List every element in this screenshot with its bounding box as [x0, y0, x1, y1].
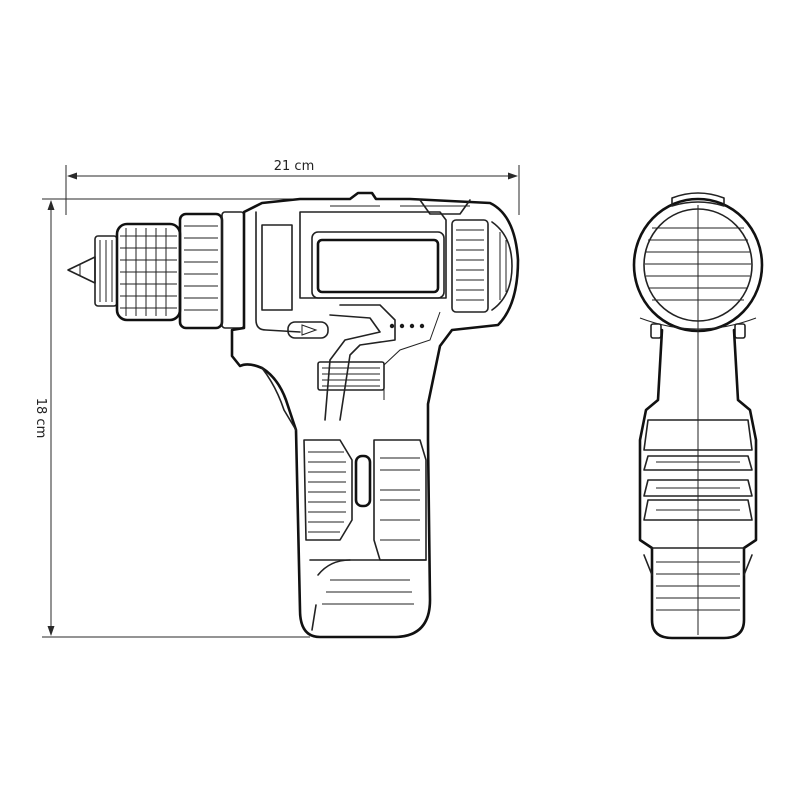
- drill-side-view-icon: [67, 191, 520, 639]
- width-dimension: 21 cm: [65, 159, 520, 215]
- drill-front-view-icon: [632, 192, 764, 640]
- chuck-knurl-pattern: [120, 228, 177, 316]
- grip-texture: [303, 439, 427, 561]
- width-label: 21 cm: [274, 159, 315, 174]
- rear-vents: [451, 219, 513, 313]
- height-dimension: 18 cm: [33, 198, 310, 638]
- height-label: 18 cm: [33, 398, 48, 439]
